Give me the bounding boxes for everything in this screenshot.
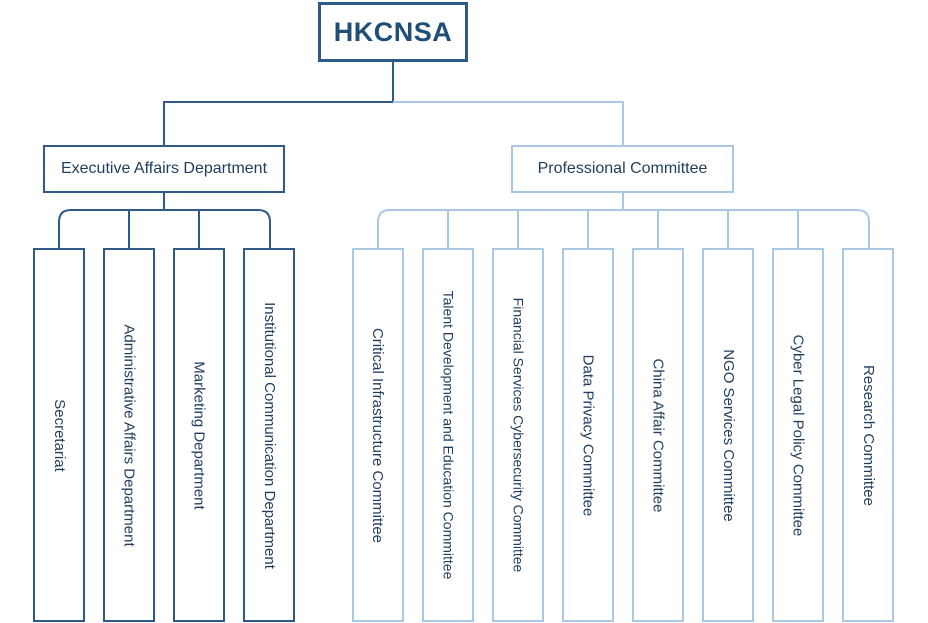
leaf-label: Research Committee [859, 364, 877, 506]
leaf-financial-services: Financial Services Cybersecurity Committ… [492, 248, 544, 622]
leaf-china-affair: China Affair Committee [632, 248, 684, 622]
leaf-label: Secretariat [50, 398, 68, 472]
leaf-secretariat: Secretariat [33, 248, 85, 622]
leaf-label: China Affair Committee [649, 358, 667, 512]
leaf-label: Talent Development and Education Committ… [440, 290, 456, 580]
leaf-cyber-legal-policy: Cyber Legal Policy Committee [772, 248, 824, 622]
branch-label: Professional Committee [537, 160, 708, 177]
leaf-label: NGO Services Committee [719, 348, 737, 522]
connector-root-left [163, 62, 394, 145]
root-label: HKCNSA [333, 16, 453, 47]
branch-label: Executive Affairs Department [60, 160, 268, 177]
leaf-label: Critical Infrastructure Committee [369, 327, 387, 543]
root-node: HKCNSA [318, 2, 468, 62]
leaf-label: Administrative Affairs Department [120, 323, 138, 547]
leaf-critical-infrastructure: Critical Infrastructure Committee [352, 248, 404, 622]
leaf-label: Data Privacy Committee [579, 354, 597, 516]
branch-professional-committee: Professional Committee [511, 145, 734, 193]
leaf-institutional-communication: Institutional Communication Department [243, 248, 295, 622]
leaf-label: Marketing Department [190, 360, 208, 510]
connector-root-right [393, 101, 624, 145]
leaf-data-privacy: Data Privacy Committee [562, 248, 614, 622]
branch-executive-affairs: Executive Affairs Department [43, 145, 285, 193]
leaf-label: Institutional Communication Department [260, 301, 278, 569]
leaf-research: Research Committee [842, 248, 894, 622]
leaf-talent-development: Talent Development and Education Committ… [422, 248, 474, 622]
leaf-label: Cyber Legal Policy Committee [789, 334, 807, 536]
connector-right-bar [377, 209, 870, 248]
leaf-label: Financial Services Cybersecurity Committ… [510, 297, 527, 573]
leaf-marketing: Marketing Department [173, 248, 225, 622]
leaf-ngo-services: NGO Services Committee [702, 248, 754, 622]
leaf-administrative-affairs: Administrative Affairs Department [103, 248, 155, 622]
connector-left-bar [58, 209, 271, 248]
